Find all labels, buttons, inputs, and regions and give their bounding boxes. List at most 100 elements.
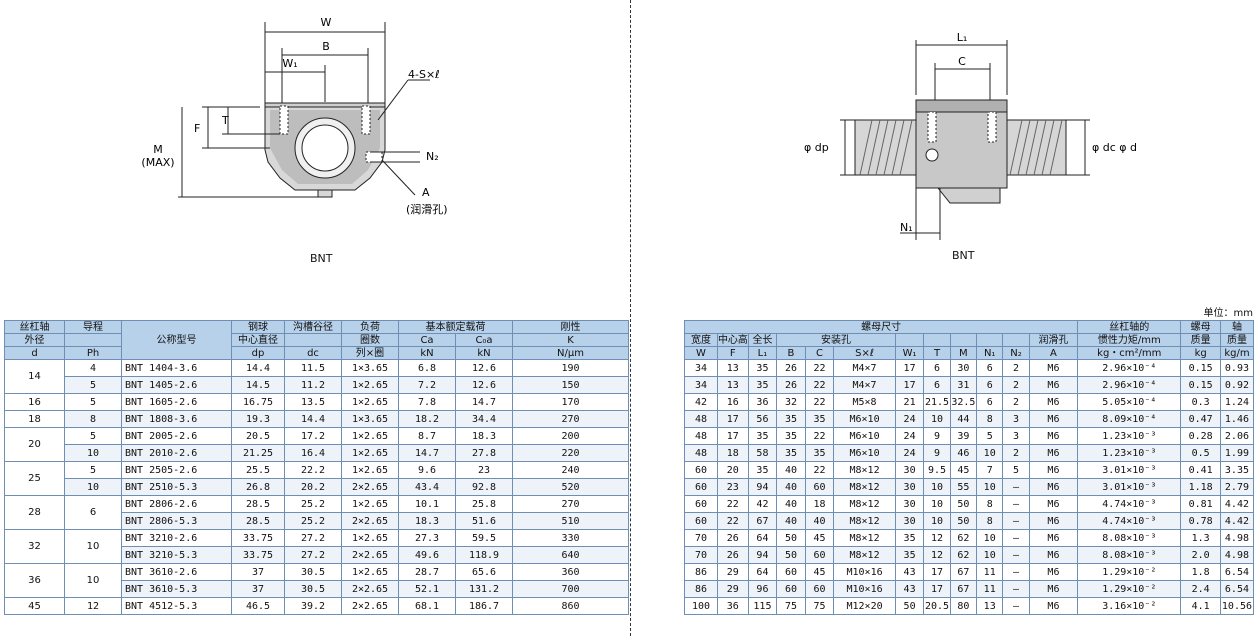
hdr-k-2: K — [512, 333, 629, 347]
cell-w: 34 — [684, 376, 718, 394]
cell-dc: 25.2 — [284, 512, 342, 530]
cell-turns: 2×2.65 — [341, 597, 399, 615]
cell-nut-mass: 0.41 — [1180, 461, 1221, 479]
cell-turns: 1×2.65 — [341, 444, 399, 462]
cell-k: 700 — [512, 580, 629, 598]
cell-inertia: 2.96×10⁻⁴ — [1077, 359, 1182, 377]
cell-c: 22 — [804, 393, 835, 411]
cell-b: 26 — [776, 359, 806, 377]
cell-turns: 1×3.65 — [341, 359, 399, 377]
cell-dc: 27.2 — [284, 529, 342, 547]
cell-k: 200 — [512, 427, 629, 445]
cell-t: 6 — [923, 359, 951, 377]
cell-c0a: 131.2 — [455, 580, 513, 598]
center-divider — [630, 0, 631, 636]
hdr-b: B — [776, 346, 806, 360]
cell-l1: 64 — [747, 529, 778, 547]
cell-turns: 1×2.65 — [341, 529, 399, 547]
hdr-d-1: 丝杠轴 — [4, 320, 65, 334]
cell-sl: M10×16 — [833, 580, 896, 598]
cell-w1: 50 — [894, 597, 925, 615]
hdr-dp-3: dp — [231, 346, 285, 360]
cell-ca: 8.7 — [398, 427, 456, 445]
cell-n1: 8 — [976, 512, 1004, 530]
left-nut-drawing: W B W₁ 4-S×ℓ T F M (MAX) N₂ A (润滑孔) — [141, 16, 448, 216]
cell-model: BNT 2010-2.6 — [121, 444, 232, 462]
cell-c: 40 — [804, 512, 835, 530]
cell-shaft-mass: 3.35 — [1219, 461, 1255, 479]
dim-c: C — [958, 55, 966, 68]
cell-dp: 16.75 — [231, 393, 285, 411]
dim-n1: N₁ — [900, 221, 913, 234]
cell-c0a: 59.5 — [455, 529, 513, 547]
cell-f: 13 — [716, 359, 749, 377]
cell-lead: 6 — [64, 495, 122, 530]
cell-dc: 27.2 — [284, 546, 342, 564]
cell-t: 10 — [923, 478, 951, 496]
cell-c: 22 — [804, 359, 835, 377]
hdr-c0a-2: kN — [455, 346, 513, 360]
cell-w: 60 — [684, 495, 718, 513]
cell-t: 12 — [923, 546, 951, 564]
cell-model: BNT 1404-3.6 — [121, 359, 232, 377]
hdr-turns-1: 负荷 — [341, 320, 399, 334]
cell-sl: M6×10 — [833, 444, 896, 462]
cell-shaft-mass: 1.24 — [1219, 393, 1255, 411]
cell-inertia: 3.01×10⁻³ — [1077, 461, 1182, 479]
cell-w: 48 — [684, 410, 718, 428]
hdr-d-3: d — [4, 346, 65, 360]
cell-a: M6 — [1028, 461, 1079, 479]
hdr-a-1: 润滑孔 — [1028, 333, 1079, 347]
cell-model: BNT 2510-5.3 — [121, 478, 232, 496]
cell-inertia: 4.74×10⁻³ — [1077, 512, 1182, 530]
cell-m: 62 — [949, 529, 978, 547]
cell-w: 60 — [684, 461, 718, 479]
hdr-mount: 安装孔 — [776, 333, 896, 347]
cell-a: M6 — [1028, 359, 1079, 377]
cell-shaft-od: 45 — [4, 597, 65, 615]
cell-c0a: 12.6 — [455, 359, 513, 377]
cell-b: 40 — [776, 495, 806, 513]
cell-shaft-mass: 2.06 — [1219, 427, 1255, 445]
cell-w1: 30 — [894, 495, 925, 513]
cell-shaft-mass: 4.98 — [1219, 546, 1255, 564]
cell-lead: 5 — [64, 376, 122, 394]
cell-k: 330 — [512, 529, 629, 547]
cell-c0a: 18.3 — [455, 427, 513, 445]
cell-t: 10 — [923, 512, 951, 530]
cell-t: 9 — [923, 427, 951, 445]
cell-model: BNT 3610-5.3 — [121, 580, 232, 598]
cell-n1: 6 — [976, 376, 1004, 394]
hdr-dc-3: dc — [284, 346, 342, 360]
cell-c0a: 92.8 — [455, 478, 513, 496]
cell-m: 32.5 — [949, 393, 978, 411]
cell-shaft-mass: 0.93 — [1219, 359, 1255, 377]
cell-w1: 30 — [894, 478, 925, 496]
cell-l1: 94 — [747, 546, 778, 564]
cell-c: 18 — [804, 495, 835, 513]
cell-c0a: 51.6 — [455, 512, 513, 530]
cell-turns: 2×2.65 — [341, 512, 399, 530]
cell-t: 10 — [923, 495, 951, 513]
cell-lead: 5 — [64, 461, 122, 479]
cell-lead: 8 — [64, 410, 122, 428]
cell-l1: 115 — [747, 597, 778, 615]
cell-shaft-od: 32 — [4, 529, 65, 564]
cell-dp: 37 — [231, 563, 285, 581]
cell-turns: 2×2.65 — [341, 580, 399, 598]
hdr-dp-2: 中心直径 — [231, 333, 285, 347]
cell-model: BNT 1808-3.6 — [121, 410, 232, 428]
cell-t: 6 — [923, 376, 951, 394]
cell-sl: M8×12 — [833, 495, 896, 513]
cell-turns: 2×2.65 — [341, 478, 399, 496]
cell-k: 510 — [512, 512, 629, 530]
hdr-nut-mass-3: kg — [1180, 346, 1221, 360]
cell-n2: 2 — [1002, 393, 1030, 411]
cell-ca: 7.8 — [398, 393, 456, 411]
right-nut-drawing: L₁ C φ dp φ dc φ d N₁ — [804, 31, 1137, 240]
hdr-inertia-3: kg・cm²/mm — [1077, 346, 1182, 360]
lube-hole-label: (润滑孔) — [406, 202, 448, 216]
cell-l1: 58 — [747, 444, 778, 462]
cell-f: 26 — [716, 529, 749, 547]
